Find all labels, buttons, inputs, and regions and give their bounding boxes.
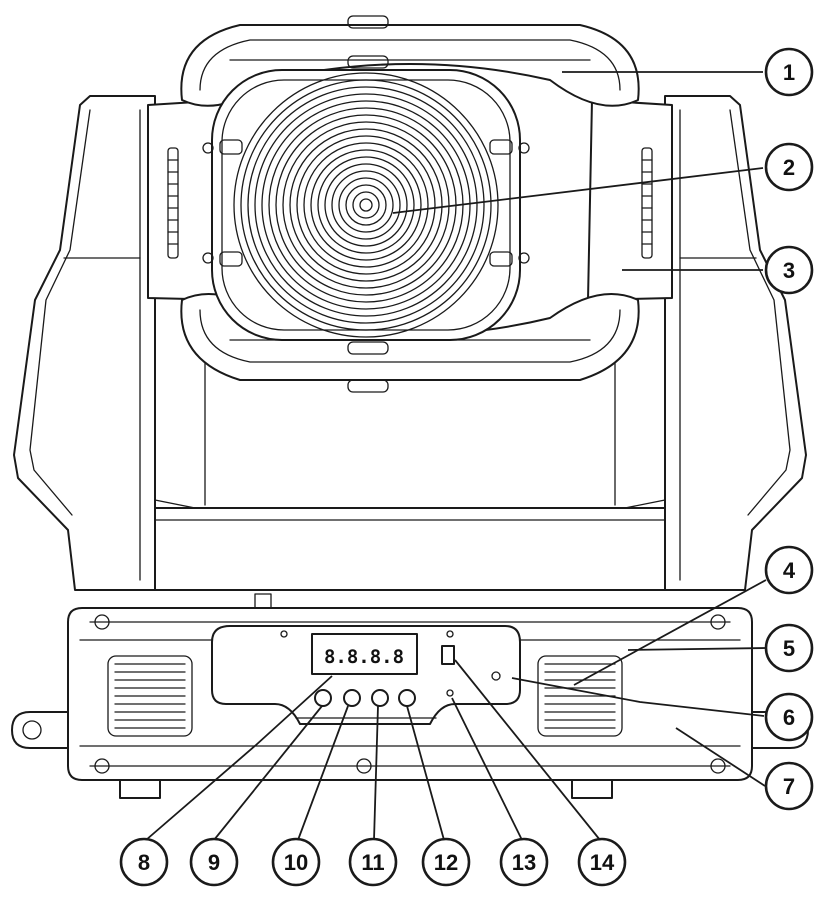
fresnel-lens <box>233 72 499 338</box>
callout-8: 8 <box>119 837 169 887</box>
callout-1-label: 1 <box>783 60 795 85</box>
lens-ring <box>289 128 443 282</box>
yoke-left-arm <box>13 95 156 591</box>
lens-ring <box>282 121 450 289</box>
lens-bezel <box>211 69 521 341</box>
callout-13-label: 13 <box>512 850 536 875</box>
lens-ring <box>296 135 436 275</box>
callout-10: 10 <box>271 837 321 887</box>
callout-12-label: 12 <box>434 850 458 875</box>
control-button-2[interactable] <box>343 689 361 707</box>
lens-ring <box>324 163 408 247</box>
lens-ring <box>254 93 478 317</box>
callout-5-label: 5 <box>783 636 795 661</box>
base-vent-left <box>107 655 193 737</box>
callout-9: 9 <box>189 837 239 887</box>
callout-3: 3 <box>764 245 814 295</box>
lens-ring <box>345 184 387 226</box>
yoke <box>13 95 807 591</box>
control-button-3[interactable] <box>371 689 389 707</box>
lens-ring <box>359 198 373 212</box>
lens-ring <box>338 177 394 233</box>
lens-ring <box>233 72 499 338</box>
callout-4: 4 <box>764 545 814 595</box>
lens-ring <box>317 156 415 254</box>
callout-10-label: 10 <box>284 850 308 875</box>
yoke-crossbar <box>154 507 666 591</box>
callout-2: 2 <box>764 142 814 192</box>
callout-11: 11 <box>348 837 398 887</box>
led-display <box>311 633 418 675</box>
control-button-1[interactable] <box>314 689 332 707</box>
indicator-led <box>446 689 454 697</box>
callout-5: 5 <box>764 623 814 673</box>
leader-lines <box>145 71 767 841</box>
callout-7: 7 <box>764 761 814 811</box>
callout-2-label: 2 <box>783 155 795 180</box>
head <box>147 15 673 393</box>
callout-9-label: 9 <box>208 850 220 875</box>
head-vent-left <box>167 147 179 259</box>
usb-port[interactable] <box>441 645 455 665</box>
head-vent-right <box>641 147 653 259</box>
callout-6: 6 <box>764 692 814 742</box>
lens-ring <box>240 79 492 331</box>
lens-ring <box>261 100 471 310</box>
callout-14-label: 14 <box>590 850 615 875</box>
lens-ring <box>310 149 422 261</box>
callout-6-label: 6 <box>783 705 795 730</box>
callout-4-label: 4 <box>783 558 796 583</box>
lens-ring <box>331 170 401 240</box>
led-display-readout: 8.8.8.8 <box>324 646 404 668</box>
callout-11-label: 11 <box>361 850 384 875</box>
callout-13: 13 <box>499 837 549 887</box>
ir-receiver <box>491 671 501 681</box>
lens-ring <box>247 86 485 324</box>
control-button-4[interactable] <box>398 689 416 707</box>
callout-8-label: 8 <box>138 850 150 875</box>
base-vent-right <box>537 655 623 737</box>
callout-1: 1 <box>764 47 814 97</box>
lens-ring <box>352 191 380 219</box>
callout-12: 12 <box>421 837 471 887</box>
callout-7-label: 7 <box>783 774 795 799</box>
callout-14: 14 <box>577 837 627 887</box>
lens-ring <box>303 142 429 268</box>
callout-3-label: 3 <box>783 258 795 283</box>
